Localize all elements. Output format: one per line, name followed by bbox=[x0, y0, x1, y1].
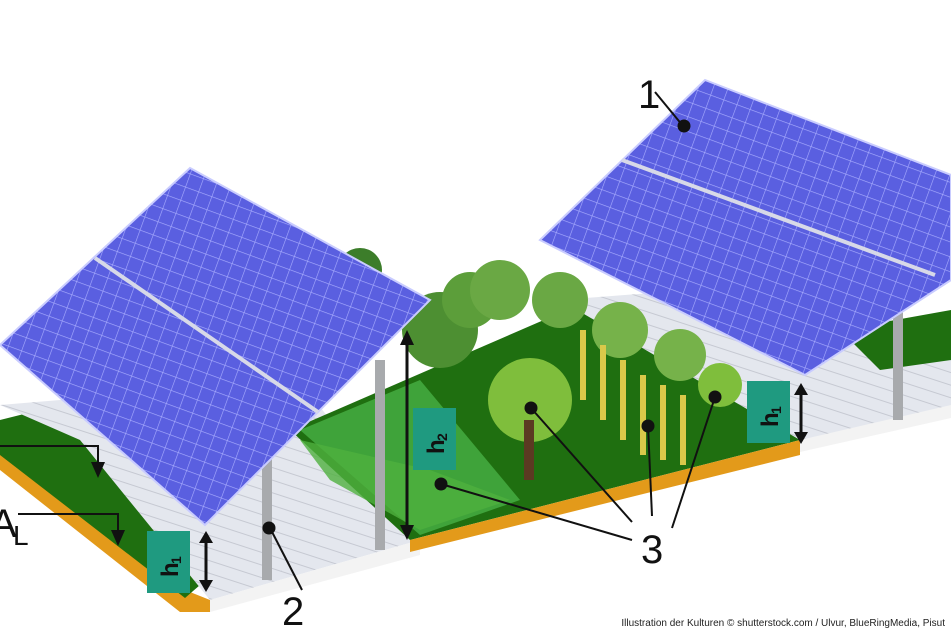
h2-subscript: 2 bbox=[434, 433, 450, 441]
wheat-rows bbox=[580, 330, 686, 465]
area-leader-lines bbox=[0, 445, 125, 546]
h2-dimension-arrow bbox=[400, 330, 414, 540]
h1-right-arrow bbox=[794, 383, 808, 444]
solar-panel-left bbox=[0, 166, 432, 580]
h1-right-letter: h bbox=[757, 412, 784, 427]
area-label-letter: A bbox=[0, 502, 17, 546]
h1-left-label-box: h 1 bbox=[147, 531, 190, 593]
h1-right-subscript: 1 bbox=[768, 406, 784, 414]
image-credit: Illustration der Kulturen © shutterstock… bbox=[621, 618, 945, 629]
h1-right-label-box: h 1 bbox=[747, 381, 790, 443]
h1-left-arrow bbox=[199, 531, 213, 592]
area-label-subscript: L bbox=[13, 520, 29, 551]
solar-panel-right bbox=[538, 78, 951, 420]
callout-1 bbox=[654, 91, 691, 133]
label-2-post: 2 bbox=[282, 590, 304, 633]
callout-2 bbox=[262, 521, 303, 591]
h1-left-letter: h bbox=[157, 562, 184, 577]
grass-crops bbox=[300, 440, 510, 530]
h2-label-box: h 2 bbox=[413, 408, 456, 470]
label-1-panel: 1 bbox=[638, 73, 660, 117]
h2-letter: h bbox=[423, 439, 450, 454]
h1-left-subscript: 1 bbox=[168, 556, 184, 564]
label-3-crops: 3 bbox=[641, 528, 663, 572]
callout-3 bbox=[434, 390, 722, 541]
